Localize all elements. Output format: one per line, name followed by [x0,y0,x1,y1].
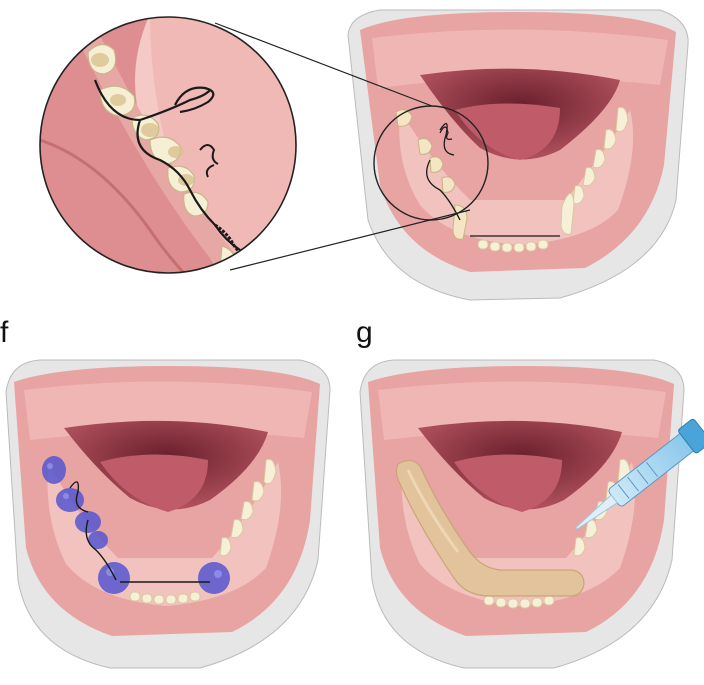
blue-acrylic-speckle [47,463,222,578]
tongue-g [454,454,562,512]
incisors-f [129,591,201,605]
mouth-f [5,359,331,669]
mag-tooth-stains [91,53,194,186]
tan-acrylic-splint [395,459,585,597]
callout-line-upper [214,22,433,107]
blue-acrylic [42,456,230,594]
tongue-f [100,454,208,512]
mag-wire-loop [174,86,215,114]
incisors-g [483,595,555,609]
mouth-g [359,359,704,669]
wire-coil-top [439,126,453,140]
syringe [575,418,704,530]
mag-wire-twist [199,144,219,178]
mouth-top [347,9,689,301]
mag-palate [150,17,296,273]
tan-acrylic-highlight [406,469,460,553]
magnified-view [39,16,297,274]
wire-top [426,123,560,237]
panel-letter-f: f [0,316,9,349]
magnifier-ring-large [39,16,297,274]
mag-cheek-fold [40,138,202,273]
callout-line-lower [229,209,471,271]
wire-f [69,481,210,583]
tongue-top [455,103,560,160]
mag-wire [93,79,241,251]
incisors-top [477,239,549,253]
teeth-right-f [219,458,277,557]
panel-letter-g: g [356,316,373,349]
teeth-right-top [560,106,629,235]
